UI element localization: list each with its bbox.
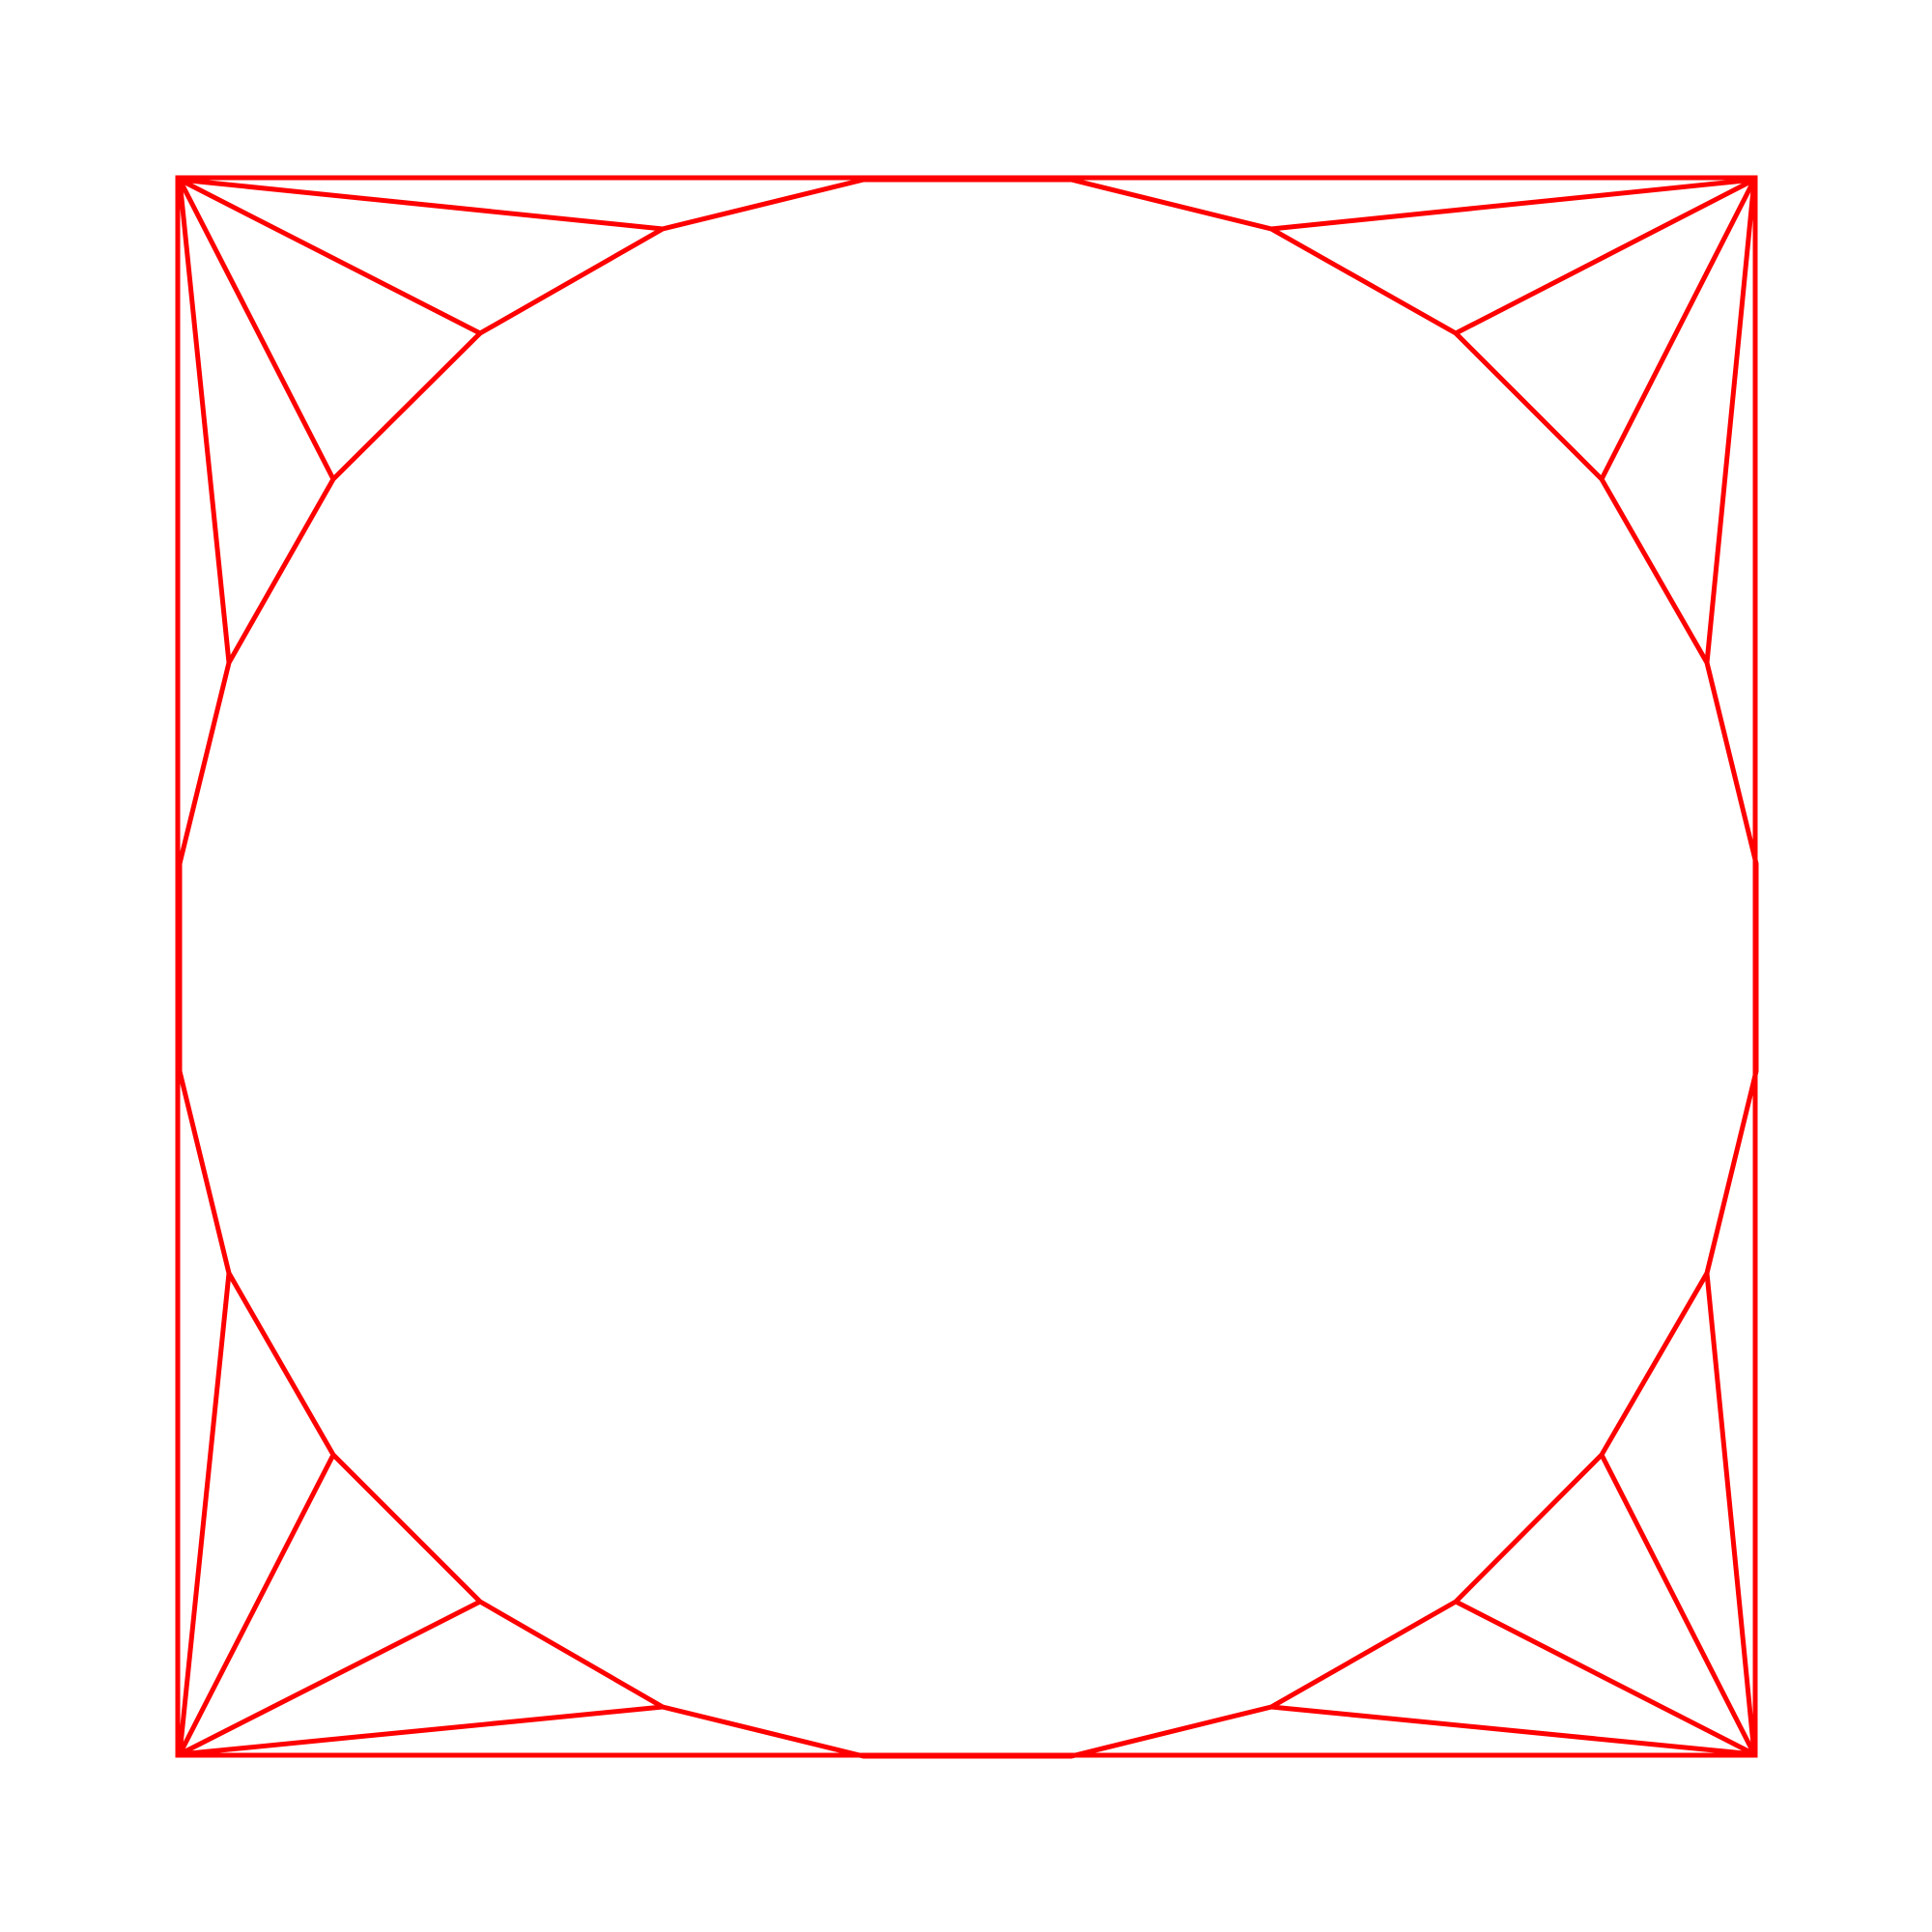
corner-bottom-left (177, 1272, 664, 1757)
corner-spoke (179, 177, 664, 232)
corner-bottom-right (1270, 1272, 1757, 1757)
corner-spoke (177, 1272, 232, 1755)
corner-spoke (1270, 177, 1755, 232)
corner-spoke (1270, 1704, 1755, 1757)
corner-spoke (177, 179, 232, 664)
corner-spoke (178, 177, 482, 336)
corner-spoke (177, 1453, 336, 1756)
corner-spoke (1599, 178, 1757, 481)
corner-top-left (177, 177, 664, 664)
diagram-lines (175, 175, 1759, 1759)
corner-spoke (1454, 1599, 1756, 1757)
corner-spoke (1599, 1453, 1757, 1756)
corner-top-right (1270, 177, 1757, 664)
corner-spoke (179, 1704, 664, 1757)
corner-spoke (1454, 177, 1756, 336)
corner-spoke (177, 178, 336, 481)
corner-spoke (1704, 179, 1757, 664)
corner-spoke (178, 1599, 482, 1757)
corner-spoke (1704, 1272, 1757, 1755)
